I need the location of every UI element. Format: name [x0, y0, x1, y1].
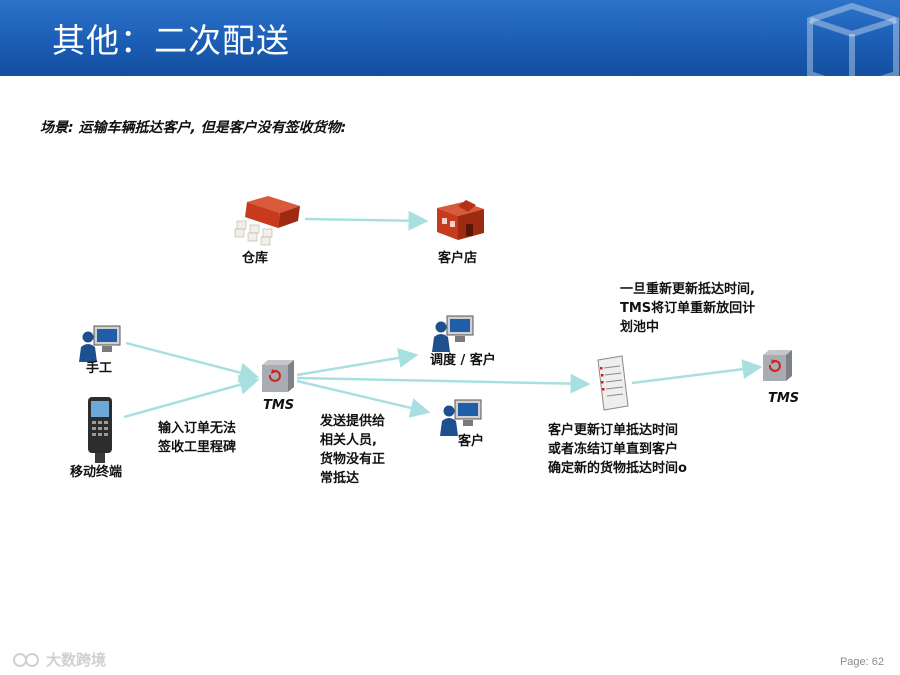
note-line: 客户更新订单抵达时间	[548, 423, 679, 438]
arrow-warehouse-to-store	[304, 210, 429, 231]
label-customer: 客户	[458, 434, 485, 449]
note-line: 或者冻结订单直到客户	[548, 442, 679, 457]
note-line: 输入订单无法	[158, 421, 237, 436]
scenario-text: 场景: 运输车辆抵达客户, 但是客户没有签收货物:	[40, 120, 347, 136]
brand-name: 大数跨境	[46, 650, 107, 669]
note-line: 一旦重新更新抵达时间,	[620, 282, 755, 297]
document-icon	[597, 355, 629, 411]
label-manual: 手工	[86, 361, 113, 376]
note-send-staff: 发送提供给 相关人员, 货物没有正 常抵达	[320, 412, 385, 488]
note-reschedule: 一旦重新更新抵达时间, TMS将订单重新放回计 划池中	[620, 280, 755, 337]
label-tms-left: TMS	[263, 398, 295, 413]
person-computer-icon-customer	[440, 399, 482, 436]
label-dispatch-customer: 调度 / 客户	[430, 353, 496, 368]
note-line: 划池中	[620, 320, 660, 335]
note-line: 货物没有正	[320, 452, 386, 467]
note-line: 发送提供给	[320, 414, 386, 429]
brand-watermark: 大数跨境	[12, 648, 106, 670]
person-computer-icon-manual	[79, 325, 121, 362]
warehouse-icon	[234, 196, 300, 246]
note-line: 常抵达	[320, 471, 360, 486]
note-line: 相关人员,	[320, 433, 377, 448]
server-icon-tms-left	[262, 360, 294, 392]
server-icon-tms-right	[763, 350, 792, 381]
page-title: 其他：二次配送	[52, 21, 290, 60]
store-icon	[437, 200, 484, 240]
arrow-manual-to-tms	[125, 341, 260, 383]
mobile-terminal-icon	[88, 397, 112, 463]
note-input-order: 输入订单无法 签收工里程碑	[158, 419, 236, 457]
label-tms-right: TMS	[768, 391, 800, 406]
person-computer-icon-dispatch	[432, 315, 474, 352]
arrow-tms-to-dispatch	[296, 348, 419, 377]
label-warehouse: 仓库	[242, 251, 269, 266]
page-number: Page: 62	[839, 656, 884, 668]
arrow-tms-to-customer	[296, 379, 431, 418]
note-line: TMS将订单重新放回计	[620, 301, 756, 316]
arrow-document-to-tms	[631, 359, 763, 385]
arrow-tms-to-document	[296, 373, 591, 394]
arrow-mobile-to-tms	[123, 375, 260, 419]
title-bar: 其他：二次配送	[0, 0, 900, 76]
brand-logo-icon	[13, 653, 39, 667]
cube-logo-icon	[807, 2, 899, 76]
label-customer-store: 客户店	[438, 251, 478, 266]
label-mobile-terminal: 移动终端	[70, 465, 123, 480]
note-line: 确定新的货物抵达时间o	[548, 461, 687, 476]
note-update-order: 客户更新订单抵达时间 或者冻结订单直到客户 确定新的货物抵达时间o	[548, 421, 687, 478]
note-line: 签收工里程碑	[158, 440, 237, 455]
